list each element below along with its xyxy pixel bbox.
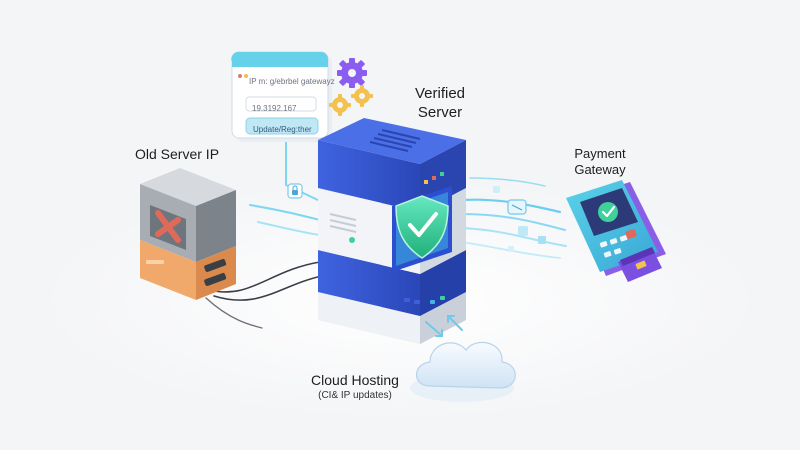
config-panel (231, 51, 332, 142)
gear-icon (329, 94, 351, 116)
verified-server-label-line1: Verified (414, 85, 466, 102)
signal-square (508, 246, 514, 252)
payment-terminal (566, 180, 666, 282)
card-icon (618, 247, 662, 282)
payment-gateway-label: Payment Gateway (560, 146, 640, 178)
ip-field[interactable] (245, 96, 317, 112)
payment-gateway-label-line2: Gateway (574, 162, 626, 177)
card-icon (507, 199, 527, 215)
cloud-hosting-sublabel: (CI& IP updates) (318, 390, 392, 401)
cloud-hosting-label: Cloud Hosting (311, 372, 399, 388)
gear-icon (351, 85, 373, 107)
cloud-icon (410, 341, 516, 402)
verified-server-label-line2: Server (417, 104, 463, 121)
gear-icon (337, 58, 367, 88)
payment-gateway-label-line1: Payment (574, 146, 626, 161)
verified-server-label: Verified Server (400, 84, 480, 122)
shield-check-icon (395, 195, 449, 259)
x-mark-icon (155, 210, 181, 243)
config-panel-title: IP m: g/ebrbel gatewayz (249, 77, 335, 86)
old-server-label: Old Server IP (135, 146, 220, 162)
old-server (140, 168, 236, 300)
check-icon (598, 202, 618, 222)
signal-square (538, 236, 546, 244)
update-register-button-label[interactable]: Update/Reg:ther (253, 125, 312, 134)
arrow-icon (425, 315, 463, 337)
verified-server (318, 118, 466, 344)
signal-square (493, 186, 500, 193)
ip-field-value[interactable]: 19.3192.167 (252, 104, 297, 113)
signal-square (518, 226, 528, 236)
update-register-button[interactable] (245, 117, 319, 135)
lock-icon (287, 183, 303, 199)
